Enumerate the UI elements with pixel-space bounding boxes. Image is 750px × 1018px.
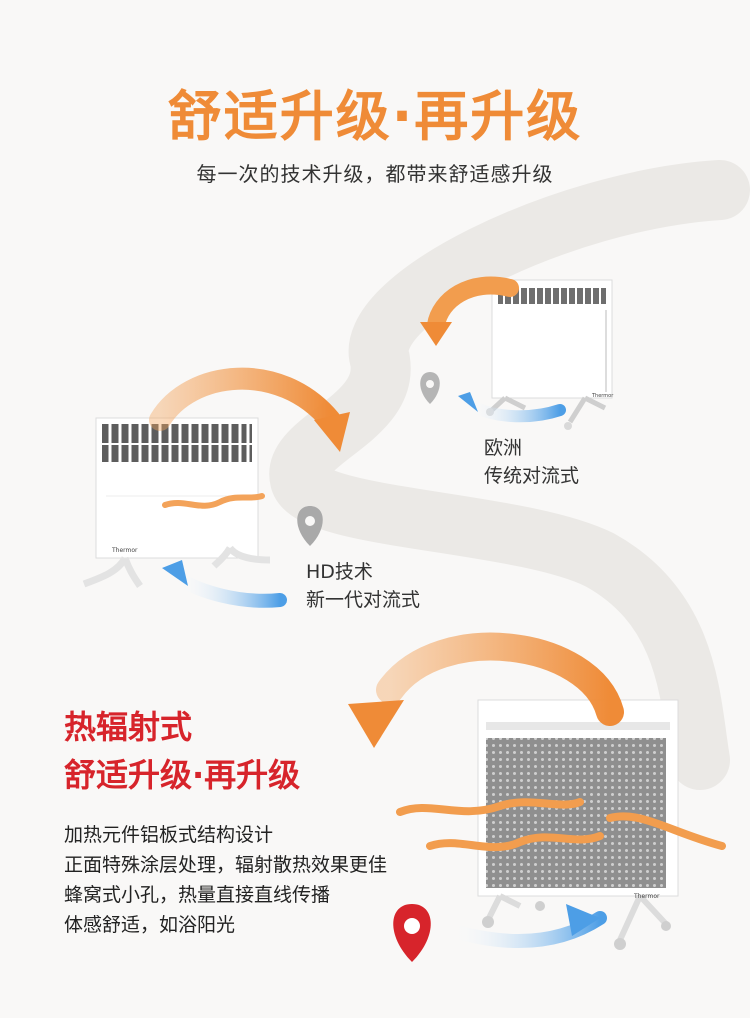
stage-europe-line1: 欧洲 (484, 437, 523, 459)
journey-path (269, 160, 750, 790)
stage-hd-line1: HD技术 (306, 561, 373, 583)
brand-logo-2: Thermor (111, 547, 138, 554)
heat-wave-2 (162, 493, 265, 509)
feature-item: 正面特殊涂层处理，辐射散热效果更佳 (64, 854, 388, 876)
cool-air-arrow-2 (171, 571, 287, 608)
location-pin-red-icon (393, 904, 431, 962)
heat-arc-arrow-3 (376, 632, 624, 726)
page-title: 舒适升级·再升级 (167, 85, 583, 148)
heater-hd (82, 417, 271, 588)
stage-europe-label: 欧洲 传统对流式 (484, 434, 579, 490)
radiant-headline-1: 热辐射式 (64, 708, 193, 746)
heat-arc-arrow-1 (427, 276, 519, 334)
stage-hd-line2: 新一代对流式 (306, 589, 421, 611)
location-pin-icon (420, 372, 440, 404)
heat-wave-3a (396, 798, 584, 816)
brand-logo-1: Thermor (591, 393, 614, 399)
heater-radiant (477, 699, 679, 950)
page-subtitle: 每一次的技术升级，都带来舒适感升级 (196, 162, 554, 186)
heat-wave-3c (606, 812, 726, 850)
cool-air-arrow-1 (464, 398, 566, 423)
heat-wave-3b (426, 832, 604, 852)
feature-item: 蜂窝式小孔，热量直接直线传播 (64, 884, 331, 906)
feature-item: 体感舒适，如浴阳光 (64, 914, 236, 936)
stage-europe-line2: 传统对流式 (484, 465, 580, 487)
location-pin-icon (297, 506, 323, 546)
feature-item: 加热元件铝板式结构设计 (64, 824, 274, 846)
stage-hd-label: HD技术 新一代对流式 (306, 558, 420, 614)
heater-europe (486, 279, 613, 430)
radiant-feature-list: 加热元件铝板式结构设计 正面特殊涂层处理，辐射散热效果更佳 蜂窝式小孔，热量直接… (64, 820, 387, 940)
heat-arc-arrow-2 (149, 367, 341, 431)
radiant-headline-2: 舒适升级·再升级 (64, 756, 301, 794)
brand-logo-3: Thermor (633, 893, 660, 900)
